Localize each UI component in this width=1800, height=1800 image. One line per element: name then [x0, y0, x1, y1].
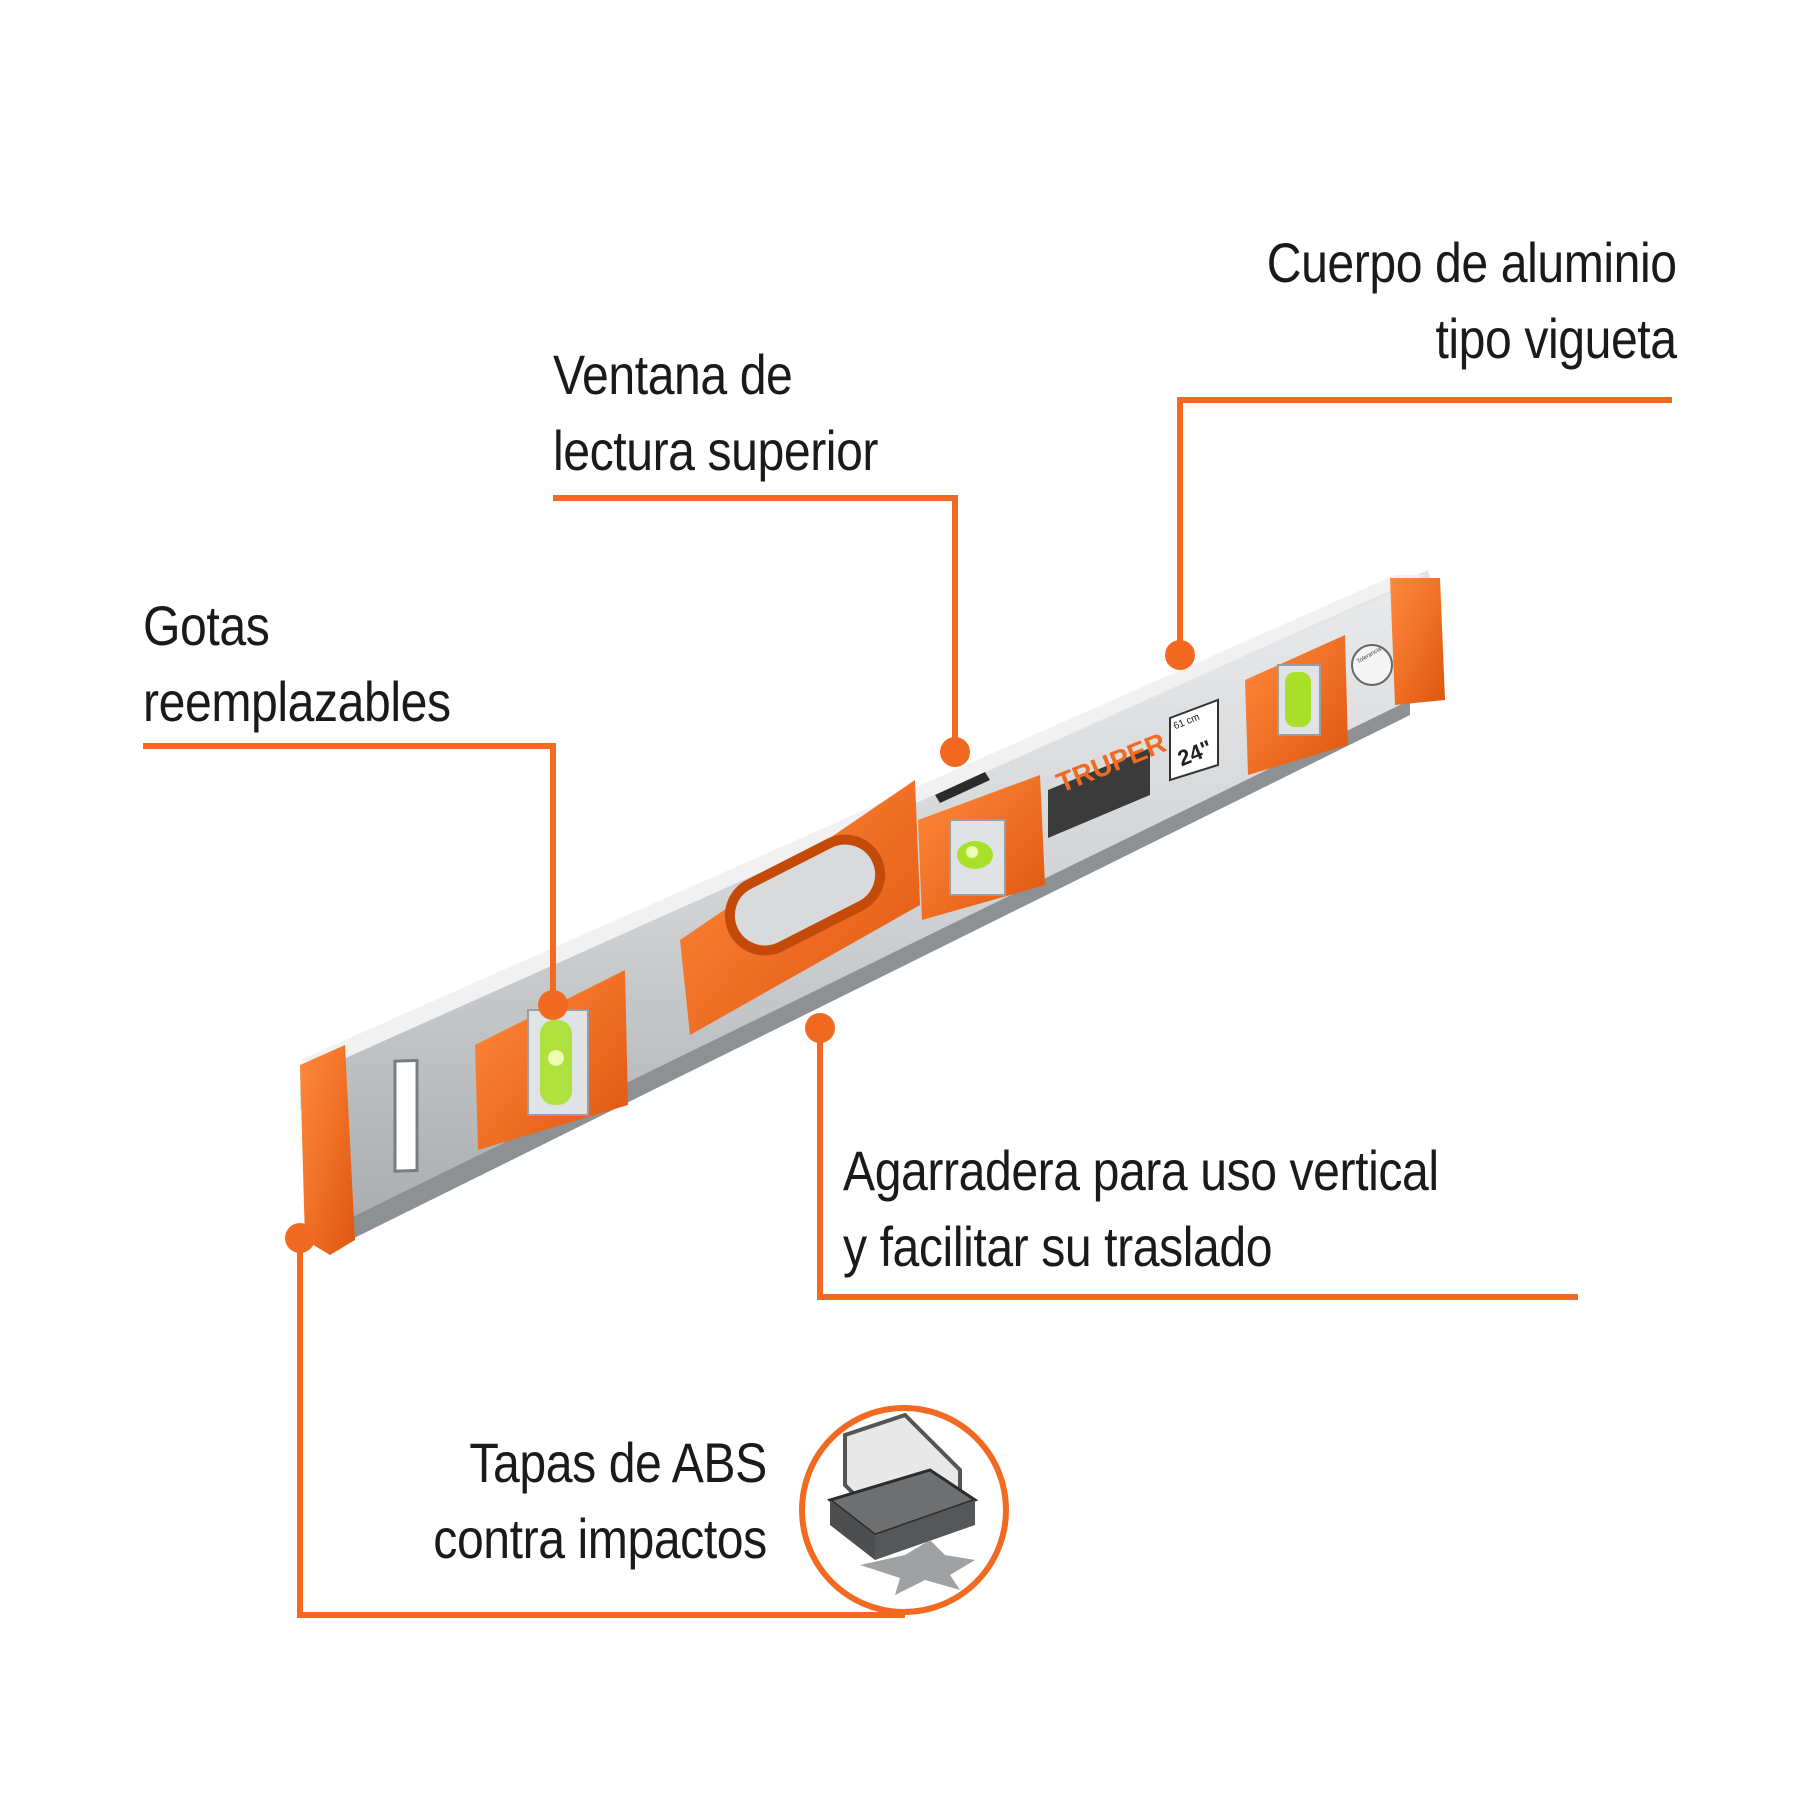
abs-cap-detail-icon — [799, 1405, 1009, 1615]
callout-ventana-line2: lectura superior — [553, 419, 879, 482]
callout-tapas-line1: Tapas de ABS — [469, 1431, 768, 1494]
callout-agarradera-line2: y facilitar su traslado — [843, 1215, 1273, 1278]
callout-gotas: Gotas reemplazables — [143, 588, 451, 740]
callout-agarradera-line1: Agarradera para uso vertical — [843, 1139, 1439, 1202]
callout-dot-icon — [285, 640, 1195, 1253]
level-tool-image — [300, 570, 1445, 1255]
callout-cuerpo-line2: tipo vigueta — [1435, 307, 1678, 370]
callout-tapas: Tapas de ABS contra impactos — [433, 1425, 768, 1577]
callout-tapas-line2: contra impactos — [433, 1507, 768, 1570]
leader-lines — [143, 397, 1672, 1618]
callout-cuerpo-line1: Cuerpo de aluminio — [1267, 231, 1677, 294]
callout-cuerpo: Cuerpo de aluminio tipo vigueta — [1267, 225, 1677, 377]
callout-agarradera: Agarradera para uso vertical y facilitar… — [843, 1133, 1439, 1285]
callout-gotas-line1: Gotas — [143, 594, 270, 657]
callout-gotas-line2: reemplazables — [143, 670, 451, 733]
callout-ventana-line1: Ventana de — [553, 343, 793, 406]
callout-ventana: Ventana de lectura superior — [553, 337, 878, 489]
